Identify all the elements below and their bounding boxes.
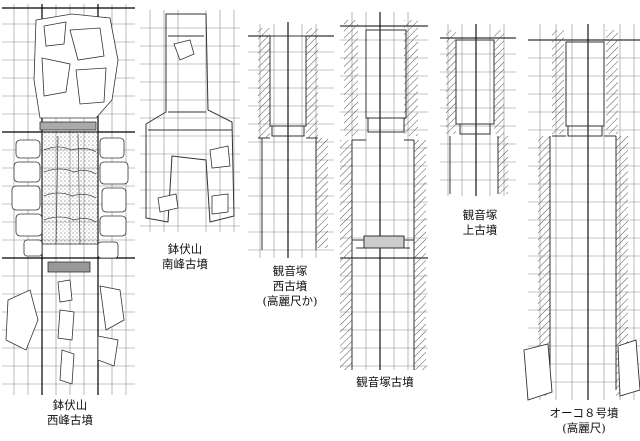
label-line: オーコ８号墳 (549, 406, 619, 420)
label-line: (高麗尺か) (262, 294, 318, 308)
label-line: 上古墳 (462, 223, 498, 237)
label-line: (高麗尺) (562, 421, 606, 435)
label-hachibuseyama-west: 鉢伏山 西峰古墳 (30, 398, 110, 428)
plan-hachibuseyama-west (2, 4, 135, 395)
label-line: 西峰古墳 (47, 413, 93, 427)
label-line: 鉢伏山 (167, 242, 203, 256)
label-kannonzuka-west: 観音塚 西古墳 (高麗尺か) (250, 264, 330, 309)
label-kannonzuka-upper: 観音塚 上古墳 (440, 208, 520, 238)
label-line: 観音塚 (272, 264, 308, 278)
label-line: 観音塚古墳 (356, 375, 414, 389)
label-line: 南峰古墳 (162, 257, 208, 271)
label-kannonzuka: 観音塚古墳 (335, 375, 435, 390)
label-line: 観音塚 (462, 208, 498, 222)
plan-kannonzuka (340, 12, 428, 370)
plan-hachibuseyama-south (140, 10, 240, 232)
label-oko-8: オーコ８号墳 (高麗尺) (534, 406, 634, 436)
label-hachibuseyama-south: 鉢伏山 南峰古墳 (145, 242, 225, 272)
plan-oko-8 (523, 24, 640, 401)
label-line: 西古墳 (272, 279, 308, 293)
plan-kannonzuka-west (248, 22, 334, 258)
label-line: 鉢伏山 (52, 398, 88, 412)
plan-kannonzuka-upper (440, 24, 516, 196)
